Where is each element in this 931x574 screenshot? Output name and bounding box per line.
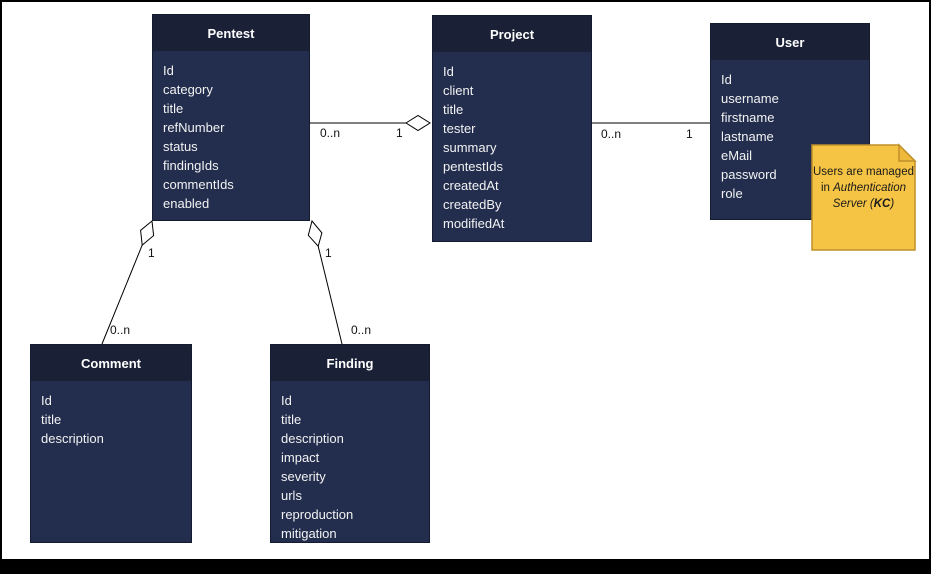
mult-pentest-project-source: 0..n bbox=[320, 126, 341, 140]
note-paren-open: ( bbox=[869, 198, 874, 210]
field-project-client: client bbox=[443, 83, 474, 98]
field-project-createdby: createdBy bbox=[443, 197, 502, 212]
entity-user-fields: Id username firstname lastname eMail pas… bbox=[711, 60, 869, 203]
field-pentest-refnumber: refNumber bbox=[163, 120, 225, 135]
field-finding-id: Id bbox=[281, 393, 292, 408]
note-text-italic: Authentication Server bbox=[832, 182, 907, 210]
field-pentest-title: title bbox=[163, 101, 184, 116]
aggregation-diamond-pentest-comment bbox=[140, 220, 155, 247]
field-pentest-findingids: findingIds bbox=[163, 158, 219, 173]
field-finding-severity: severity bbox=[281, 469, 326, 484]
field-finding-title: title bbox=[281, 412, 302, 427]
entity-comment-fields: Id title description bbox=[31, 381, 191, 448]
mult-pentest-comment-source: 1 bbox=[148, 246, 155, 260]
field-pentest-category: category bbox=[163, 82, 213, 97]
entity-pentest-fields: Id category title refNumber status findi… bbox=[153, 51, 309, 213]
entity-finding-title: Finding bbox=[271, 345, 429, 381]
field-comment-id: Id bbox=[41, 393, 52, 408]
field-user-password: password bbox=[721, 167, 777, 182]
entity-comment-title: Comment bbox=[31, 345, 191, 381]
entity-finding[interactable]: Finding Id title description impact seve… bbox=[270, 344, 430, 543]
entity-pentest-title: Pentest bbox=[153, 15, 309, 51]
note-paren-close: ) bbox=[890, 198, 895, 210]
entity-project[interactable]: Project Id client title tester summary p… bbox=[432, 15, 592, 242]
field-user-firstname: firstname bbox=[721, 110, 775, 125]
sticky-note-fold-icon bbox=[898, 143, 917, 162]
mult-project-user-target: 1 bbox=[686, 127, 693, 141]
entity-project-title: Project bbox=[433, 16, 591, 52]
field-finding-impact: impact bbox=[281, 450, 320, 465]
bottom-bar bbox=[2, 559, 929, 572]
field-user-role: role bbox=[721, 186, 743, 201]
field-finding-mitigation: mitigation bbox=[281, 526, 337, 541]
field-user-username: username bbox=[721, 91, 779, 106]
field-comment-description: description bbox=[41, 431, 104, 446]
edge-pentest-finding bbox=[317, 246, 343, 345]
note-abbr-kc: KC bbox=[873, 198, 891, 210]
entity-finding-fields: Id title description impact severity url… bbox=[271, 381, 429, 543]
field-project-summary: summary bbox=[443, 140, 497, 155]
field-project-createdat: createdAt bbox=[443, 178, 499, 193]
field-finding-description: description bbox=[281, 431, 344, 446]
entity-comment[interactable]: Comment Id title description bbox=[30, 344, 192, 543]
field-user-email: eMail bbox=[721, 148, 753, 163]
field-finding-urls: urls bbox=[281, 488, 302, 503]
field-pentest-commentids: commentIds bbox=[163, 177, 234, 192]
entity-project-fields: Id client title tester summary pentestId… bbox=[433, 52, 591, 233]
field-pentest-enabled: enabled bbox=[163, 196, 210, 211]
field-project-pentestids: pentestIds bbox=[443, 159, 503, 174]
field-project-id: Id bbox=[443, 64, 454, 79]
field-pentest-status: status bbox=[163, 139, 198, 154]
field-project-title: title bbox=[443, 102, 464, 117]
field-finding-reproduction: reproduction bbox=[281, 507, 354, 522]
aggregation-diamond-pentest-finding bbox=[307, 219, 323, 248]
mult-pentest-comment-target: 0..n bbox=[110, 323, 131, 337]
aggregation-diamond-project bbox=[405, 114, 431, 132]
field-pentest-id: Id bbox=[163, 63, 174, 78]
field-project-modifiedat: modifiedAt bbox=[443, 216, 505, 231]
mult-pentest-finding-source: 1 bbox=[325, 246, 332, 260]
mult-pentest-finding-target: 0..n bbox=[351, 323, 372, 337]
mult-pentest-project-target: 1 bbox=[396, 126, 403, 140]
entity-pentest[interactable]: Pentest Id category title refNumber stat… bbox=[152, 14, 310, 221]
mult-project-user-source: 0..n bbox=[601, 127, 622, 141]
field-user-lastname: lastname bbox=[721, 129, 774, 144]
field-user-id: Id bbox=[721, 72, 732, 87]
field-project-tester: tester bbox=[443, 121, 476, 136]
sticky-note[interactable]: Users are managed in Authentication Serv… bbox=[812, 164, 915, 212]
entity-user-title: User bbox=[711, 24, 869, 60]
note-text-plain: Users are managed in bbox=[813, 166, 914, 194]
field-comment-title: title bbox=[41, 412, 62, 427]
